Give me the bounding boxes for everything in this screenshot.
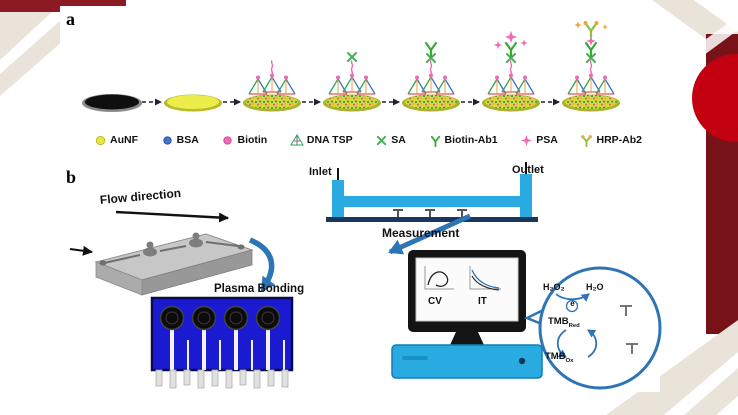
tmb-ox-subscript: Ox <box>565 357 574 364</box>
legend-label-biotin: Biotin <box>237 134 268 146</box>
legend-item-psa: PSA <box>520 134 558 147</box>
flow-direction-arrow <box>115 210 229 223</box>
legend-label-aunf: AuNF <box>110 134 138 146</box>
measurement-label: Measurement <box>382 226 460 240</box>
legend-label-dna-tsp: DNA TSP <box>306 134 353 146</box>
redox-cycle-arrow-left <box>556 329 567 358</box>
contact-pins <box>155 369 289 389</box>
bare-electrode <box>82 94 142 112</box>
chip-chambers <box>143 232 203 257</box>
white-diagonal-stripe <box>688 16 738 58</box>
ab1-electrode <box>402 41 460 112</box>
tmb-ox-base: TMB <box>545 351 566 362</box>
plasma-bonding-label: Plasma Bonding <box>214 283 305 295</box>
legend-label-biotin-ab1: Biotin-Ab1 <box>444 134 498 146</box>
chip-inlet-arrow <box>69 245 93 256</box>
computer-monitor <box>408 250 526 345</box>
antibody1-y-icon <box>430 135 440 147</box>
legend-item-aunf: AuNF <box>94 134 138 147</box>
plasma-bonding-arrow <box>248 237 276 292</box>
cv-curve <box>427 271 449 287</box>
computer-base <box>391 344 543 379</box>
sensor-electrodes <box>393 209 467 217</box>
legend-label-sa: SA <box>391 134 406 146</box>
legend: AuNF BSA Biotin DNA TSP SA Biotin-Ab1 <box>94 133 642 147</box>
electrode-traces <box>170 327 285 370</box>
legend-item-biotin: Biotin <box>221 134 267 147</box>
legend-item-biotin-ab1: Biotin-Ab1 <box>429 134 498 147</box>
tmb-ox-label: TMBOx <box>545 351 574 364</box>
aunf-disc-icon <box>95 135 106 145</box>
inlet-label: Inlet <box>309 166 332 178</box>
reaction-bubble <box>523 266 662 390</box>
outlet-label: Outlet <box>512 164 544 176</box>
sa-electrode <box>323 52 381 112</box>
dna-tetrahedron-icon <box>290 134 304 146</box>
it-label: IT <box>478 296 487 307</box>
h2o-label: H₂O <box>586 282 604 292</box>
beige-stripe-bottomright-2 <box>684 368 738 415</box>
legend-item-hrp-ab2: HRP-Ab2 <box>580 134 642 147</box>
streptavidin-cross-icon <box>377 135 387 145</box>
cv-label: CV <box>428 296 442 307</box>
antibody2-hrp-icon <box>581 134 593 147</box>
tmb-red-base: TMB <box>548 316 569 327</box>
bsa-sphere-icon <box>162 135 172 145</box>
redox-cycle-arrow-right <box>587 329 598 358</box>
legend-label-bsa: BSA <box>176 134 199 146</box>
legend-item-bsa: BSA <box>161 134 199 147</box>
legend-label-psa: PSA <box>536 134 558 146</box>
electrode-array-chip <box>150 296 294 389</box>
bubble-electrode-icons <box>620 305 638 354</box>
legend-item-dna-tsp: DNA TSP <box>290 133 353 147</box>
flow-cell-side-view <box>326 162 538 222</box>
red-circle-decoration <box>692 54 738 142</box>
it-curve-black <box>471 275 500 291</box>
h2o2-label: H₂O₂ <box>543 282 565 292</box>
legend-label-hrp-ab2: HRP-Ab2 <box>596 134 642 146</box>
panel-a-label: a <box>66 9 75 29</box>
legend-item-sa: SA <box>375 134 406 147</box>
electron-circle <box>565 299 579 313</box>
psa-star-icon <box>521 134 533 146</box>
measurement-arrow <box>388 213 472 255</box>
tsp-electrode <box>243 59 301 112</box>
it-curve-blue <box>471 269 500 289</box>
psa-electrode <box>482 31 540 112</box>
hrp-ab2-electrode <box>562 19 620 112</box>
h2o2-to-h2o-arrow <box>555 293 590 302</box>
beige-stripe-topleft-1 <box>0 12 52 60</box>
electron-label: e <box>570 299 575 308</box>
electrode-wells <box>159 305 281 331</box>
pdms-chip <box>94 232 254 296</box>
tmb-red-label: TMBRed <box>548 316 580 329</box>
biotin-dot-icon <box>223 135 233 145</box>
electrode-assembly-diagram <box>82 19 620 112</box>
aunf-electrode <box>164 94 222 112</box>
tmb-red-subscript: Red <box>568 322 580 329</box>
panel-b-label: b <box>66 167 77 187</box>
